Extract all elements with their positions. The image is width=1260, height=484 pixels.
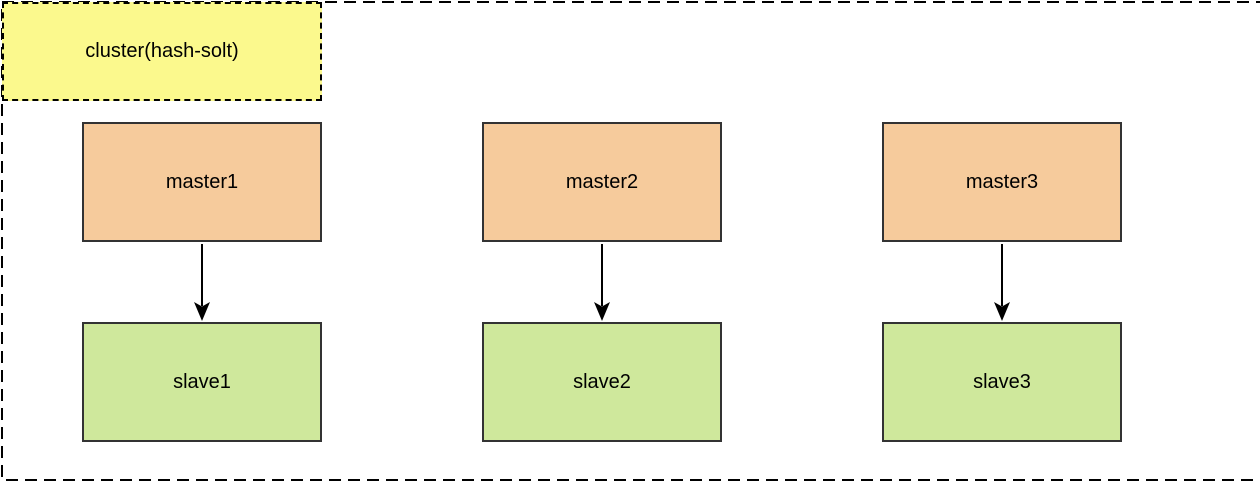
node-slave2: slave2: [482, 322, 722, 442]
arrow-head-icon: [194, 302, 210, 321]
node-master2: master2: [482, 122, 722, 242]
node-slave3: slave3: [882, 322, 1122, 442]
node-label: slave3: [973, 370, 1031, 393]
node-label: slave2: [573, 370, 631, 393]
node-label: slave1: [173, 370, 231, 393]
arrow-master2-to-slave2: [594, 244, 610, 321]
node-master3: master3: [882, 122, 1122, 242]
node-master1: master1: [82, 122, 322, 242]
cluster-label-text: cluster(hash-solt): [85, 40, 239, 62]
arrow-head-icon: [994, 302, 1010, 321]
node-label: master3: [965, 170, 1039, 193]
arrow-head-icon: [594, 302, 610, 321]
arrow-master1-to-slave1: [194, 244, 210, 321]
arrow-master3-to-slave3: [994, 244, 1010, 321]
node-label: master1: [165, 170, 239, 193]
node-label: master2: [565, 170, 639, 193]
cluster-label: cluster(hash-solt): [2, 2, 322, 101]
node-slave1: slave1: [82, 322, 322, 442]
